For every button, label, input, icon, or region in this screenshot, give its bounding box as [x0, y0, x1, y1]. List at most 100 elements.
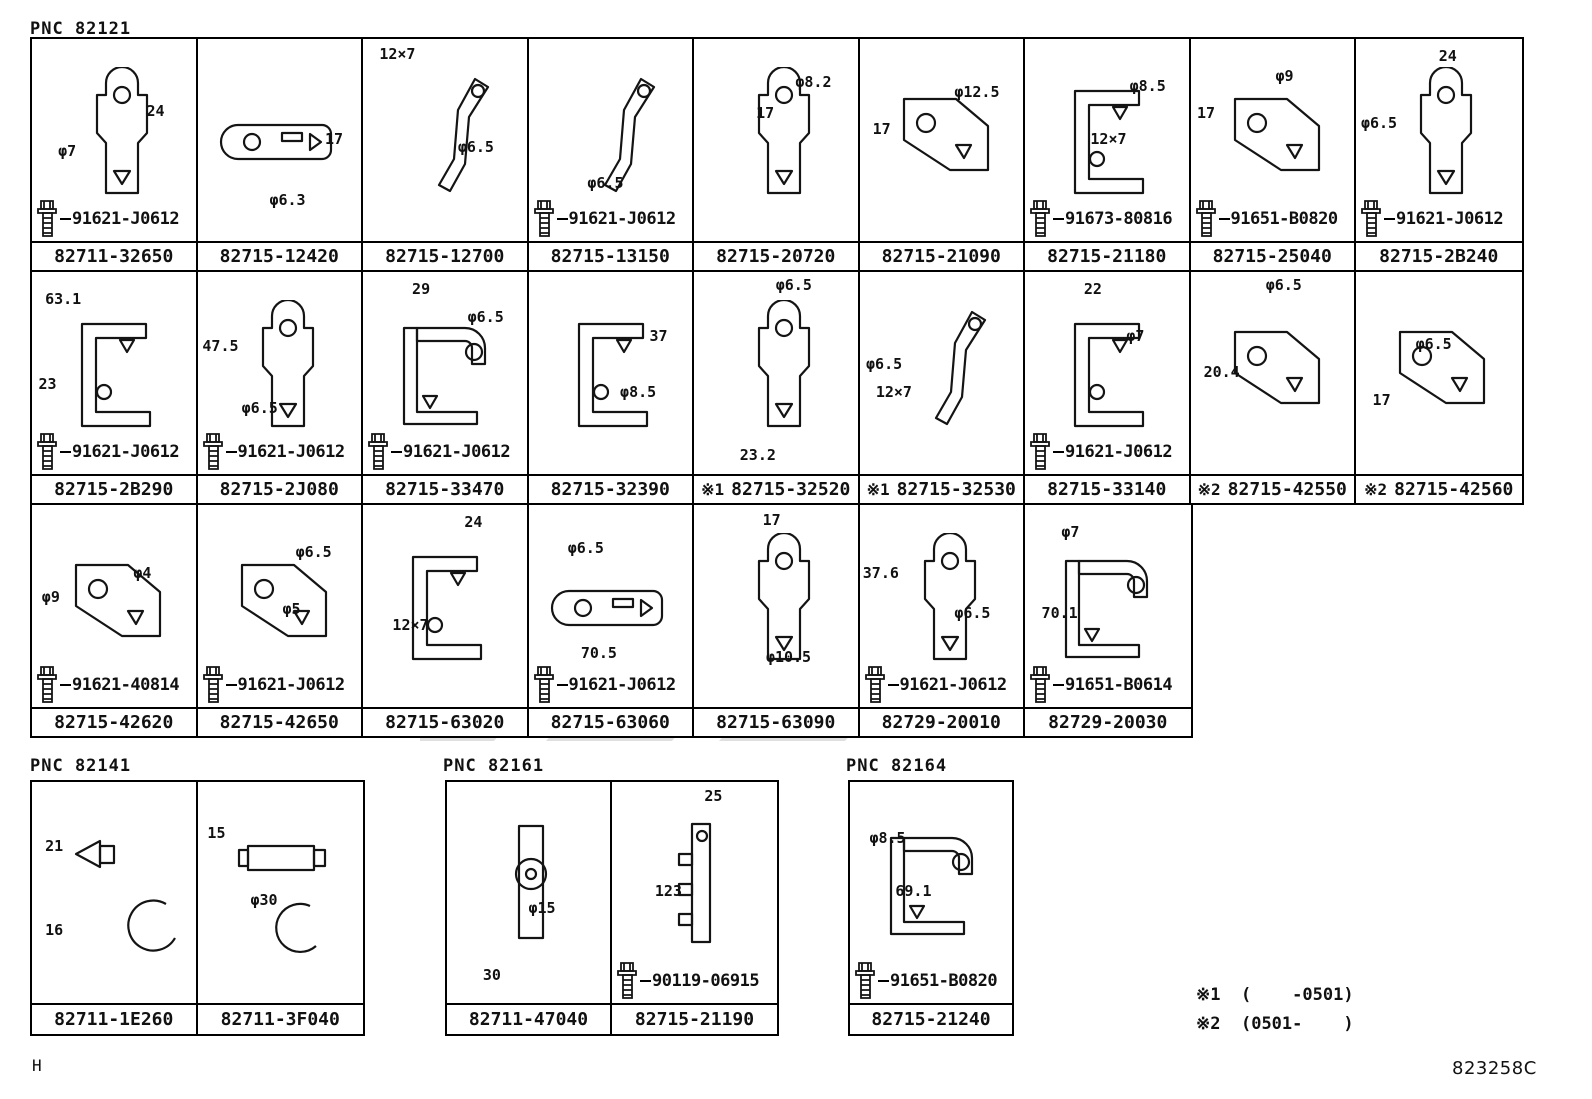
part-number-band: 82715-21240 [850, 1003, 1012, 1034]
dimension-label: φ7 [58, 142, 77, 161]
dimension-label: φ6.5 [866, 354, 903, 373]
dimension-label: 24 [146, 101, 165, 120]
part-number-band: 82715-32390 [528, 474, 692, 503]
dimension-label: 12×7 [379, 45, 416, 64]
part-number: 82715-2B290 [54, 479, 174, 500]
dimension-label: φ6.5 [295, 543, 332, 562]
dimension-label: φ9 [41, 587, 60, 606]
bolt-icon [1195, 200, 1216, 237]
part-drawing [757, 67, 811, 195]
fastener-callout: 91621-J0612 [1360, 200, 1504, 238]
bolt-part-number: 91621-J0612 [237, 442, 346, 462]
bolt-part-number: 91621-J0612 [1396, 209, 1504, 229]
bolt-icon [368, 433, 388, 470]
part-number: 82715-12420 [219, 246, 339, 267]
part-number: 82711-47040 [468, 1009, 589, 1030]
part-number: 82715-63090 [716, 712, 836, 733]
bolt-icon [202, 433, 223, 470]
part-number-band: 82729-20010 [859, 707, 1023, 736]
part-drawing [902, 97, 989, 172]
dimension-label: φ6.5 [954, 604, 991, 622]
part-number: 82715-13150 [550, 246, 670, 267]
leader-line [1053, 451, 1064, 453]
dimension-label: φ6.5 [457, 138, 494, 156]
bolt-icon [37, 666, 57, 703]
part-number-band: 82711-3F040 [197, 1003, 363, 1034]
dimension-label: φ6.5 [567, 539, 604, 558]
bolt-part-number: 91621-40814 [72, 675, 180, 695]
part-drawing [677, 822, 712, 944]
dimension-label: φ4 [133, 563, 152, 582]
part-drawing [757, 533, 811, 661]
bolt-part-number: 91673-80816 [1065, 209, 1173, 229]
leader-line [556, 218, 568, 220]
dimension-label: φ6.5 [1360, 113, 1398, 132]
dimension-label: φ6.5 [1415, 334, 1452, 353]
part-drawing [577, 322, 648, 428]
part-number-band: 82715-63060 [528, 707, 692, 736]
ref-mark: ※2 [1197, 480, 1221, 499]
ref-mark: ※2 [1364, 480, 1388, 499]
dimension-label: 63.1 [45, 290, 82, 309]
fastener-callout: 91673-80816 [1029, 200, 1173, 238]
part-drawing [1073, 89, 1145, 195]
bolt-part-number: 91651-B0614 [1065, 675, 1173, 695]
part-number-band: 82715-33140 [1025, 474, 1189, 503]
part-drawing [1419, 67, 1473, 195]
part-number: 82715-2B240 [1379, 246, 1499, 267]
leader-line [878, 980, 889, 982]
part-number: 82715-12700 [385, 246, 505, 267]
part-drawing-area: φ9 φ4 91621-40814 [32, 505, 196, 707]
part-number-band: 82711-32650 [32, 241, 196, 270]
part-drawing [757, 300, 811, 428]
ref-mark-2: ※2 [1196, 1014, 1221, 1034]
part-number-band: 82715-21190 [612, 1003, 777, 1034]
bolt-icon [202, 666, 223, 703]
dimension-label: 37 [649, 326, 668, 345]
part-number: 82715-63020 [385, 712, 505, 733]
dimension-label: φ7 [1126, 326, 1145, 345]
bolt-part-number: 91621-J0612 [568, 209, 677, 229]
dimension-label: 17 [1372, 391, 1391, 410]
leader-line [60, 451, 71, 453]
part-drawing [219, 123, 332, 161]
dimension-label: φ5 [282, 599, 301, 618]
leader-line [391, 451, 402, 453]
dimension-label: φ7 [1061, 523, 1080, 542]
parts-table: 24 φ7 91621-J0612 82711-32650 17 φ6.3 82715-12… [30, 37, 1524, 738]
bolt-icon [1030, 200, 1050, 237]
part-drawing [237, 844, 326, 953]
dimension-label: φ6.5 [775, 276, 812, 295]
leader-line [225, 451, 237, 453]
dimension-label: φ8.5 [1129, 77, 1166, 96]
leader-line [1384, 218, 1395, 220]
dimension-label: 29 [412, 280, 431, 299]
leader-line [60, 218, 71, 220]
dimension-label: φ6.5 [1265, 276, 1302, 295]
part-drawing [1073, 322, 1145, 428]
dimension-label: 23.2 [739, 445, 776, 464]
dimension-label: φ6.3 [269, 190, 306, 209]
page-code: 823258C [1452, 1058, 1537, 1079]
part-drawing [80, 322, 152, 428]
part-drawing [923, 533, 976, 661]
